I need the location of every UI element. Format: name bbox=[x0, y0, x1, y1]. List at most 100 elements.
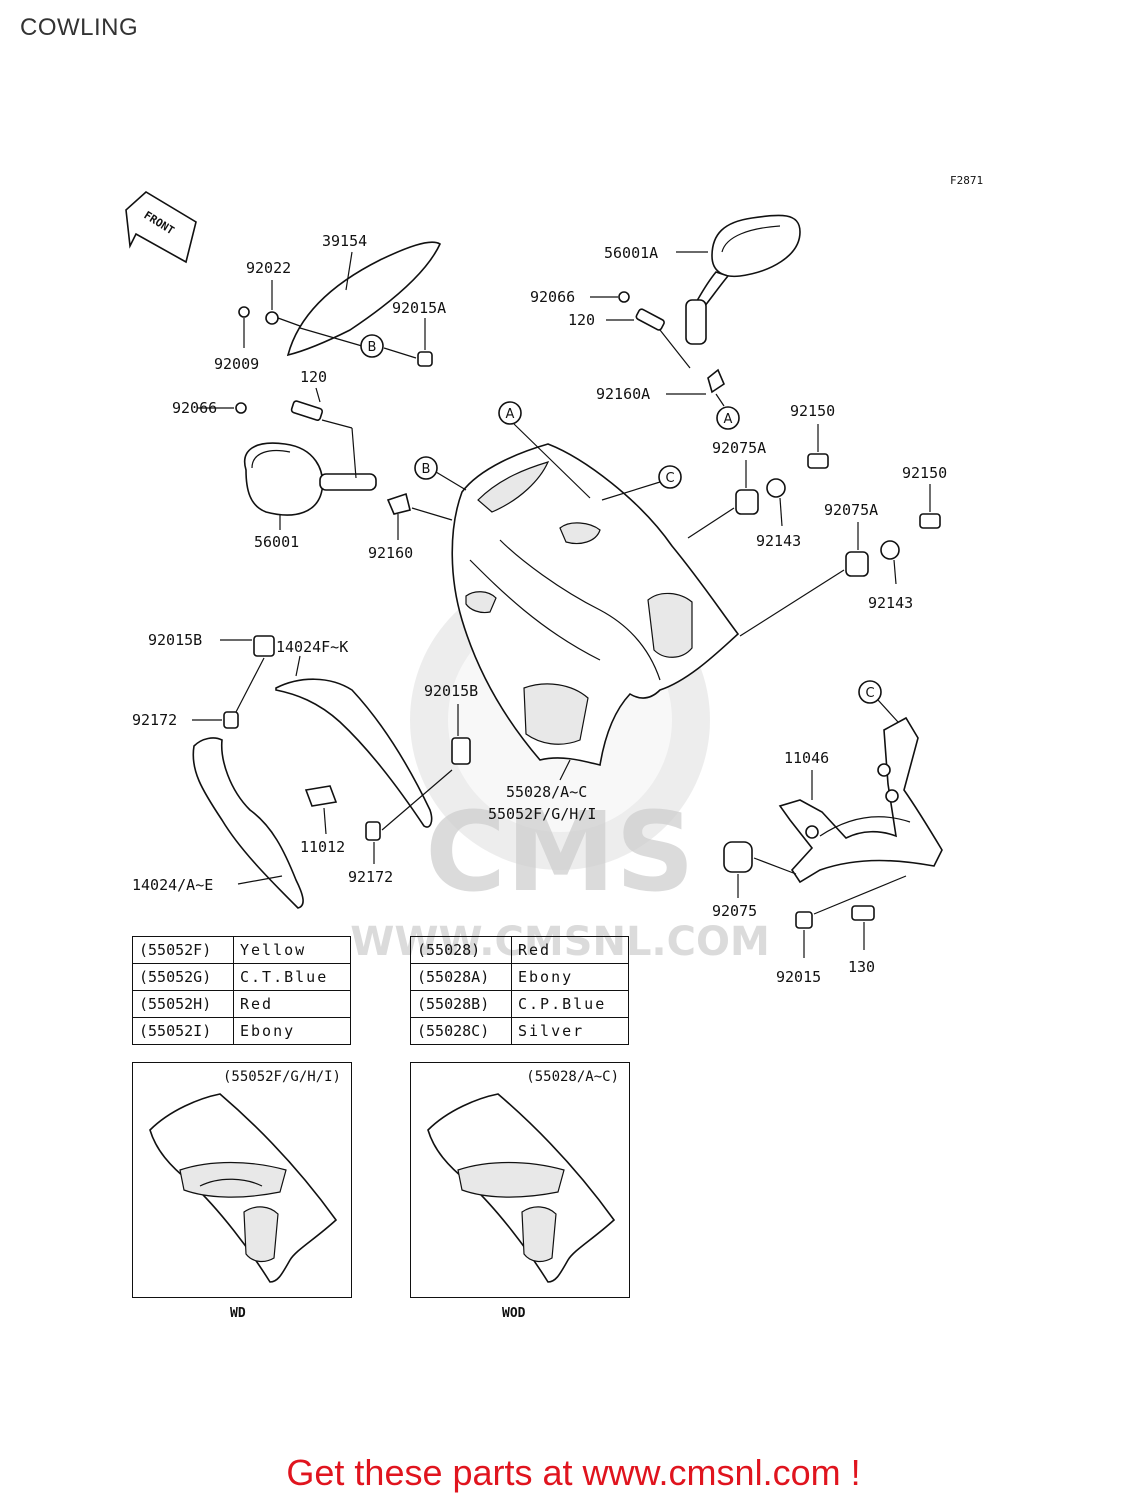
table-row: (55052I)Ebony bbox=[132, 1017, 351, 1045]
label-92066-left: 92066 bbox=[172, 399, 217, 417]
table-cell-code: (55052H) bbox=[132, 990, 234, 1018]
label-11046: 11046 bbox=[784, 749, 829, 767]
label-92172-mid: 92172 bbox=[348, 868, 393, 886]
label-92143-b: 92143 bbox=[868, 594, 913, 612]
callout-b-cowling-label: B bbox=[422, 462, 431, 477]
collar-92143-b-icon bbox=[880, 540, 900, 560]
nut-92015-icon bbox=[795, 911, 813, 929]
callout-c-stay bbox=[858, 680, 882, 704]
label-92160A: 92160A bbox=[596, 385, 650, 403]
table-row: (55028B)C.P.Blue bbox=[410, 990, 629, 1018]
table-cell-code: (55052G) bbox=[132, 963, 234, 991]
callout-c-cowling bbox=[658, 465, 682, 489]
right-mirror-56001A bbox=[711, 214, 801, 278]
table-cell-color: Ebony bbox=[233, 1017, 351, 1045]
variant-caption-wod: WOD bbox=[502, 1306, 526, 1321]
label-39154: 39154 bbox=[322, 232, 367, 250]
label-92015B-left: 92015B bbox=[148, 631, 202, 649]
grommet-92075-icon bbox=[723, 841, 753, 873]
inner-panel-14024FK bbox=[275, 678, 433, 828]
clip-92015B-left-icon bbox=[253, 635, 275, 657]
stay-hole-a-icon bbox=[877, 763, 891, 777]
table-cell-code: (55028B) bbox=[410, 990, 512, 1018]
table-cell-code: (55052I) bbox=[132, 1017, 234, 1045]
screw-92009-icon bbox=[238, 306, 250, 318]
label-92143-a: 92143 bbox=[756, 532, 801, 550]
grommet-92075A-b-icon bbox=[845, 551, 869, 577]
stay-bracket-11046 bbox=[778, 716, 943, 884]
table-cell-color: C.P.Blue bbox=[511, 990, 629, 1018]
label-92075A-b: 92075A bbox=[824, 501, 878, 519]
cowling-upper-vent bbox=[477, 461, 550, 513]
label-92015B-mid: 92015B bbox=[424, 682, 478, 700]
screw-92172-mid-icon bbox=[365, 821, 381, 841]
variant-box-wd: (55052F/G/H/I) bbox=[132, 1062, 352, 1298]
label-14024FK: 14024F~K bbox=[276, 638, 348, 656]
label-92022: 92022 bbox=[246, 259, 291, 277]
table-row: (55052F)Yellow bbox=[132, 936, 351, 964]
label-120-right: 120 bbox=[568, 311, 595, 329]
label-92172-left: 92172 bbox=[132, 711, 177, 729]
lower-panel-14024AE bbox=[192, 737, 304, 909]
clip-11012-icon bbox=[304, 785, 338, 807]
cowling-side-slot bbox=[465, 591, 497, 614]
table-row: (55052H)Red bbox=[132, 990, 351, 1018]
label-56001A: 56001A bbox=[604, 244, 658, 262]
variant-title-wod: (55028/A~C) bbox=[526, 1069, 619, 1085]
figure-code: F2871 bbox=[950, 174, 983, 187]
table-cell-color: Red bbox=[511, 936, 629, 964]
right-mirror-stem bbox=[685, 299, 707, 345]
label-92066-right: 92066 bbox=[530, 288, 575, 306]
table-row: (55028)Red bbox=[410, 936, 629, 964]
table-cell-code: (55028A) bbox=[410, 963, 512, 991]
callout-b-cowling bbox=[414, 456, 438, 480]
color-table-55028: (55028)Red (55028A)Ebony (55028B)C.P.Blu… bbox=[410, 936, 629, 1045]
variant-box-wod: (55028/A~C) bbox=[410, 1062, 630, 1298]
clip-92015B-mid-icon bbox=[451, 737, 471, 765]
cap-92066-right-icon bbox=[618, 291, 630, 303]
table-cell-code: (55028) bbox=[410, 936, 512, 964]
label-11012: 11012 bbox=[300, 838, 345, 856]
screw-92172-left-icon bbox=[223, 711, 239, 729]
grommet-92075A-a-icon bbox=[735, 489, 759, 515]
label-14024AE: 14024/A~E bbox=[132, 876, 213, 894]
label-92160: 92160 bbox=[368, 544, 413, 562]
variant-title-wd: (55052F/G/H/I) bbox=[222, 1069, 341, 1085]
cowling-headlight-opening bbox=[559, 522, 601, 545]
cowling-side-vent-right bbox=[647, 592, 693, 658]
page-title: COWLING bbox=[20, 14, 139, 41]
screw-92150-a-icon bbox=[807, 453, 829, 469]
callout-a-cowling-label: A bbox=[506, 407, 515, 422]
collar-92143-a-icon bbox=[766, 478, 786, 498]
bolt-120-right-icon bbox=[635, 308, 665, 331]
label-120-left: 120 bbox=[300, 368, 327, 386]
nut-92015A-icon bbox=[417, 351, 433, 367]
label-130: 130 bbox=[848, 958, 875, 976]
callout-c-stay-label: C bbox=[865, 686, 874, 701]
label-92150-a: 92150 bbox=[790, 402, 835, 420]
label-92150-b: 92150 bbox=[902, 464, 947, 482]
promo-link[interactable]: Get these parts at www.cmsnl.com ! bbox=[286, 1452, 861, 1493]
watermark-brand: CMS bbox=[425, 788, 694, 916]
table-cell-code: (55052F) bbox=[132, 936, 234, 964]
label-55052: 55052F/G/H/I bbox=[488, 805, 596, 823]
table-row: (55052G)C.T.Blue bbox=[132, 963, 351, 991]
callout-a-cowling bbox=[498, 401, 522, 425]
table-cell-color: Silver bbox=[511, 1017, 629, 1045]
upper-cowling-55028 bbox=[451, 443, 740, 766]
color-table-55052: (55052F)Yellow (55052G)C.T.Blue (55052H)… bbox=[132, 936, 351, 1045]
cowling-lower-duct bbox=[523, 683, 589, 745]
table-cell-color: Red bbox=[233, 990, 351, 1018]
table-row: (55028C)Silver bbox=[410, 1017, 629, 1045]
cap-92066-left-icon bbox=[235, 402, 247, 414]
stay-hole-b-icon bbox=[885, 789, 899, 803]
label-92075: 92075 bbox=[712, 902, 757, 920]
callout-a-label: A bbox=[724, 412, 733, 427]
label-92009: 92009 bbox=[214, 355, 259, 373]
variant-wd-preview bbox=[149, 1093, 338, 1283]
table-cell-color: C.T.Blue bbox=[233, 963, 351, 991]
stay-hole-c-icon bbox=[805, 825, 819, 839]
label-92075A-a: 92075A bbox=[712, 439, 766, 457]
callout-b-label: B bbox=[368, 340, 377, 355]
callout-a-right bbox=[716, 406, 740, 430]
